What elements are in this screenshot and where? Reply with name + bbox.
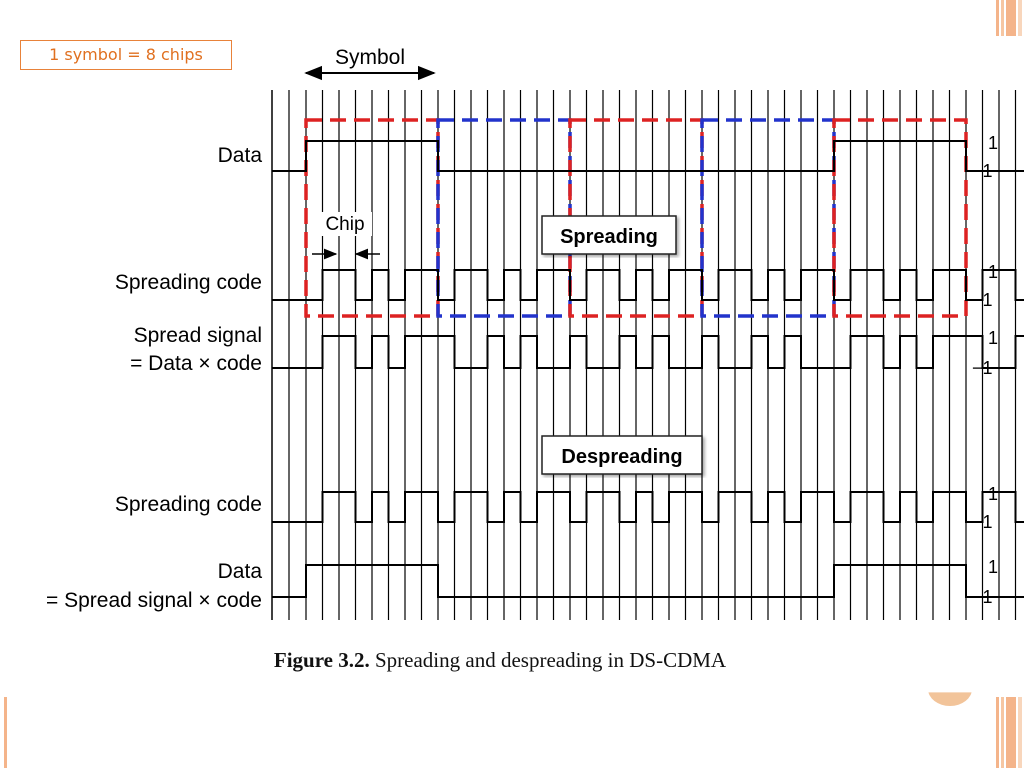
waveform-data [272,140,1024,172]
chips-per-symbol-callout: 1 symbol = 8 chips [20,40,232,70]
waveforms [272,140,1024,598]
row-label-spread-signal: = Data × code [130,352,262,375]
level-high-label: 1 [988,133,998,153]
waveform-spread-signal [272,335,1024,369]
chip-grid-lines [271,90,1017,620]
decorative-bars-bottom-left [4,697,7,768]
waveform-recovered-data [272,564,1024,598]
level-low-label: −1 [972,290,993,310]
row-label-recovered-data: Data [218,560,263,583]
caption-label: Figure 3.2. [273,648,370,672]
level-high-label: 1 [988,262,998,282]
despreading-label: Despreading [561,446,682,468]
decorative-bars-top-right [996,0,1022,36]
level-low-label: −1 [972,161,993,181]
waveform-spreading-code-1 [272,269,1024,301]
level-low-label: −1 [972,512,993,532]
spreading-label-box: Spreading [541,215,677,255]
figure-caption: Figure 3.2. Spreading and despreading in… [0,648,1000,673]
despreading-label-box: Despreading [541,435,703,475]
row-label-data: Data [218,144,263,167]
chip-label: Chip [325,214,364,235]
row-label-spreading-code-1: Spreading code [115,271,262,294]
row-label-spread-signal: Spread signal [134,324,262,347]
level-low-label: −1 [972,358,993,378]
spreading-label: Spreading [560,226,658,248]
level-high-label: 1 [988,484,998,504]
waveform-spreading-code-2 [272,491,1024,523]
row-label-spreading-code-2: Spreading code [115,493,262,516]
level-high-label: 1 [988,328,998,348]
highlight-box-5 [832,118,968,318]
level-high-label: 1 [988,557,998,577]
row-label-recovered-data: = Spread signal × code [46,589,262,612]
level-low-label: −1 [972,587,993,607]
decorative-circle [928,692,972,706]
caption-text: Spreading and despreading in DS-CDMA [374,648,727,672]
symbol-label: Symbol [335,46,405,69]
level-labels: 1 −1 1 −1 1 −1 1 −1 1 −1 [972,133,998,607]
decorative-bars-bottom-right [996,697,1022,768]
